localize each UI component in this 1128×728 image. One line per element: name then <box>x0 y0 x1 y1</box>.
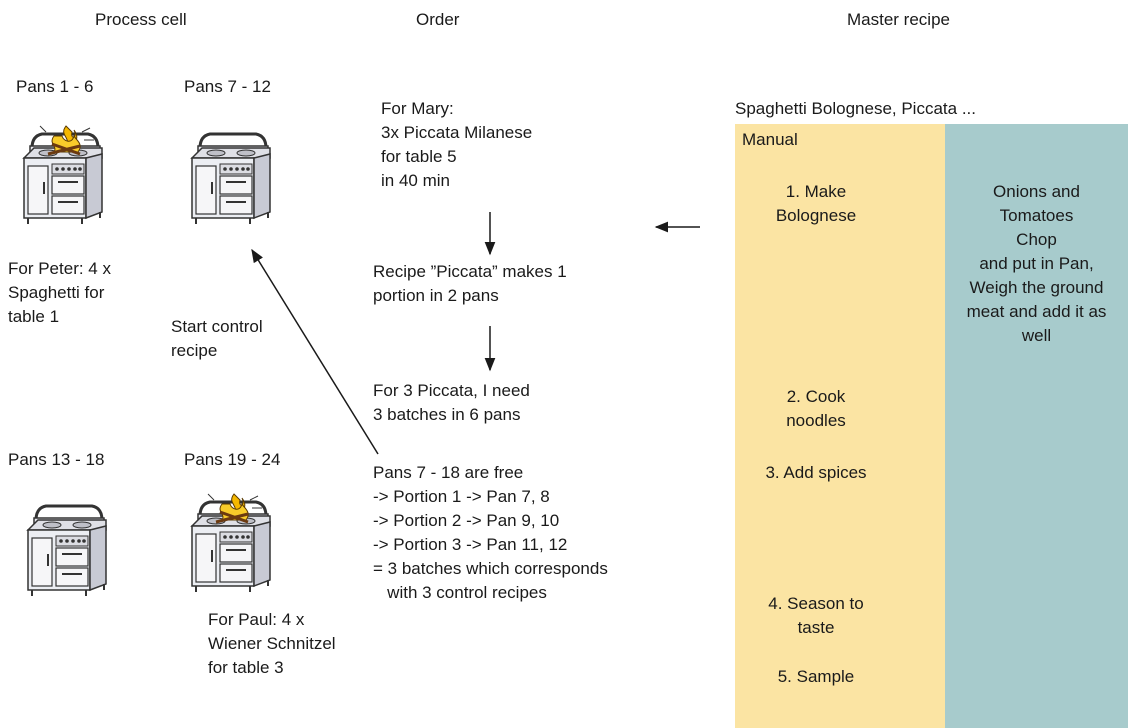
arrow-start-control-recipe <box>252 250 378 454</box>
